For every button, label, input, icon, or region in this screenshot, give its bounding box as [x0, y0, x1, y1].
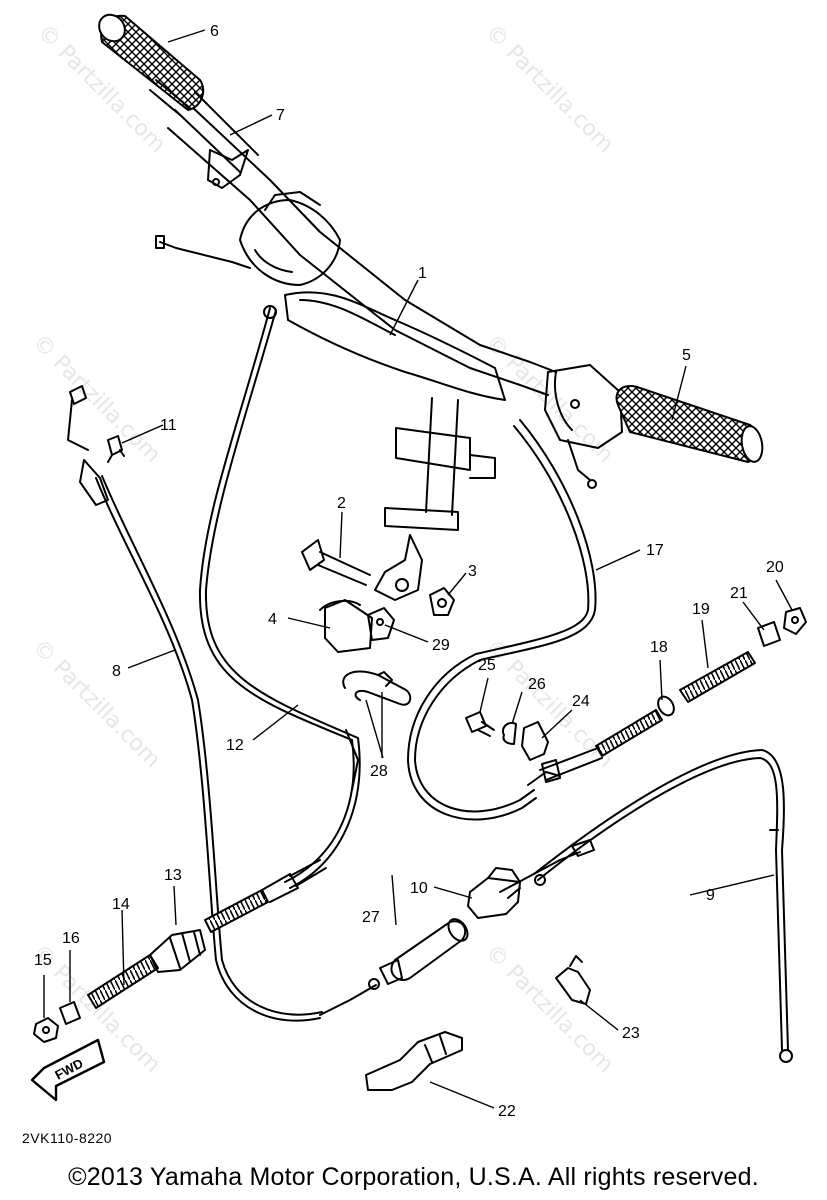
callout-23: 23	[622, 1025, 640, 1042]
clamp-4	[319, 599, 373, 653]
callout-28: 28	[370, 763, 388, 780]
clamp-29	[367, 607, 395, 641]
callout-13: 13	[164, 867, 182, 884]
adjuster-13	[149, 929, 206, 973]
bolt-11	[107, 435, 125, 463]
cable-17	[407, 419, 597, 821]
spring-near-13	[204, 859, 327, 933]
bolt-25	[465, 711, 495, 737]
nut-3	[429, 587, 455, 616]
callout-6: 6	[210, 23, 219, 40]
callout-8: 8	[112, 663, 121, 680]
bracket-24	[521, 721, 549, 761]
fwd-arrow	[30, 1038, 106, 1102]
callout-1: 1	[418, 265, 427, 282]
callout-17: 17	[646, 542, 664, 559]
cable-8	[67, 385, 380, 1022]
callout-2: 2	[337, 495, 346, 512]
adjuster-rod	[539, 709, 663, 783]
bracket-22	[365, 1031, 463, 1091]
callout-9: 9	[706, 887, 715, 904]
throttle-housing	[544, 364, 623, 489]
cable-joint-10	[467, 867, 521, 919]
copyright-notice: ©2013 Yamaha Motor Corporation, U.S.A. A…	[68, 1163, 759, 1191]
callout-21: 21	[730, 585, 748, 602]
callout-25: 25	[478, 657, 496, 674]
callout-12: 12	[226, 737, 244, 754]
cable-9	[533, 749, 793, 1063]
callout-3: 3	[468, 563, 477, 580]
left-grip	[98, 13, 205, 116]
nut-15	[33, 1017, 59, 1043]
washer-26	[502, 722, 517, 745]
nut-20	[783, 607, 807, 635]
callout-11: 11	[160, 417, 177, 434]
wire-lead	[155, 235, 251, 269]
callout-14: 14	[112, 896, 130, 913]
right-grip	[615, 385, 764, 463]
washer-18	[657, 695, 675, 717]
diagram-code: 2VK110-8220	[22, 1130, 113, 1146]
cable-band-28	[342, 670, 412, 706]
callout-4: 4	[268, 611, 277, 628]
callout-29: 29	[432, 637, 450, 654]
callout-5: 5	[682, 347, 691, 364]
cable-protector-27	[379, 918, 469, 985]
bolt-2	[301, 539, 371, 586]
callout-16: 16	[62, 930, 80, 947]
callout-20: 20	[766, 559, 784, 576]
cap-21	[757, 621, 781, 647]
leader-lines	[43, 29, 793, 1109]
handlebar	[167, 104, 557, 401]
callout-15: 15	[34, 952, 52, 969]
cable-12	[198, 305, 361, 889]
callout-27: 27	[362, 909, 380, 926]
left-bar-tube	[174, 91, 259, 189]
spring-19	[679, 651, 756, 703]
callout-26: 26	[528, 676, 546, 693]
callout-19: 19	[692, 601, 710, 618]
callout-7: 7	[276, 107, 285, 124]
callout-24: 24	[572, 693, 590, 710]
callout-18: 18	[650, 639, 668, 656]
steering-column	[374, 397, 496, 601]
spring-14	[87, 954, 159, 1009]
handlebar-exploded-view: 6 7 1 5 2 3 4 29 8 9 10 11 12 13 14 15 1…	[30, 13, 807, 1120]
callout-10: 10	[410, 880, 428, 897]
clip-23	[555, 955, 591, 1005]
cap-16	[59, 1001, 81, 1025]
callout-numbers: 6 7 1 5 2 3 4 29 8 9 10 11 12 13 14 15 1…	[34, 23, 784, 1120]
callout-22: 22	[498, 1103, 516, 1120]
